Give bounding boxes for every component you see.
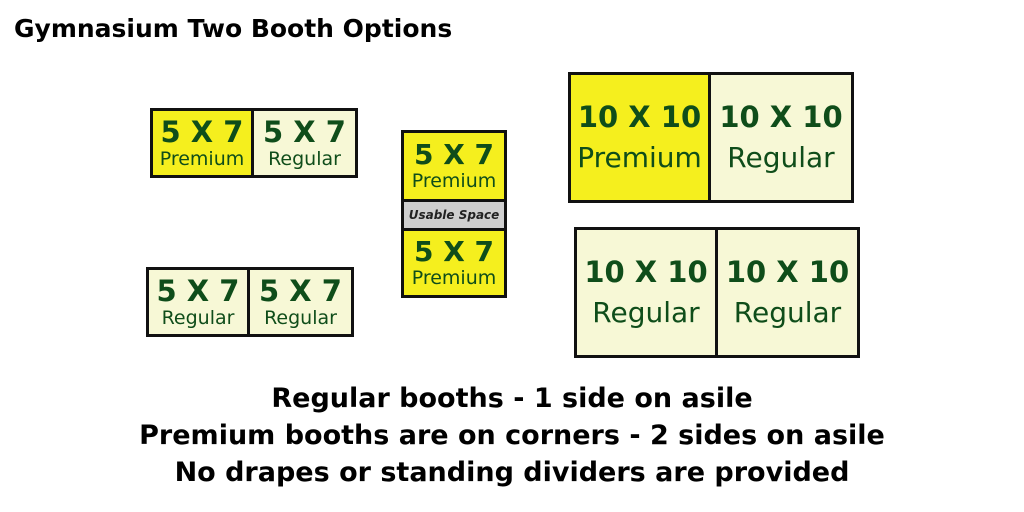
note-regular-booths: Regular booths - 1 side on asile (271, 383, 753, 414)
booth-type-label: Regular (264, 306, 337, 329)
booth-size-label: 5 X 7 (413, 235, 495, 268)
booth-5x7-premium-top: 5 X 7 Premium (401, 130, 507, 202)
booth-stack-5x7-premium: 5 X 7 Premium Usable Space 5 X 7 Premium (401, 130, 507, 298)
note-no-drapes: No drapes or standing dividers are provi… (174, 457, 850, 488)
booth-10x10-regular: 10 X 10 Regular (718, 227, 860, 358)
booth-5x7-regular: 5 X 7 Regular (254, 108, 358, 178)
note-premium-booths: Premium booths are on corners - 2 sides … (139, 420, 885, 451)
booth-5x7-premium: 5 X 7 Premium (150, 108, 254, 178)
booth-type-label: Regular (727, 141, 835, 174)
booth-type-label: Regular (161, 306, 235, 329)
booth-type-label: Regular (592, 296, 700, 329)
booth-type-label: Premium (577, 141, 702, 174)
usable-space-label: Usable Space (401, 202, 507, 228)
booth-size-label: 5 X 7 (259, 273, 342, 308)
booth-type-label: Premium (411, 267, 497, 289)
booth-5x7-premium-bottom: 5 X 7 Premium (401, 228, 507, 298)
booth-type-label: Premium (159, 147, 245, 170)
booth-size-label: 10 X 10 (725, 255, 850, 289)
booth-pair-5x7-regular-regular: 5 X 7 Regular 5 X 7 Regular (146, 267, 354, 337)
booth-5x7-regular: 5 X 7 Regular (250, 267, 354, 337)
booth-size-label: 5 X 7 (413, 138, 495, 171)
booth-10x10-regular: 10 X 10 Regular (574, 227, 718, 358)
booth-size-label: 10 X 10 (719, 100, 843, 134)
booth-type-label: Regular (268, 147, 341, 170)
booth-notes: Regular booths - 1 side on asile Premium… (0, 380, 1024, 491)
booth-size-label: 10 X 10 (584, 255, 708, 289)
booth-pair-10x10-regular-regular: 10 X 10 Regular 10 X 10 Regular (574, 227, 860, 358)
booth-pair-10x10-premium-regular: 10 X 10 Premium 10 X 10 Regular (568, 72, 854, 203)
booth-size-label: 5 X 7 (156, 273, 240, 308)
booth-size-label: 5 X 7 (160, 114, 244, 149)
booth-type-label: Regular (733, 296, 842, 329)
booth-10x10-premium: 10 X 10 Premium (568, 72, 711, 203)
booth-5x7-regular: 5 X 7 Regular (146, 267, 250, 337)
page-title: Gymnasium Two Booth Options (14, 14, 453, 43)
booth-10x10-regular: 10 X 10 Regular (711, 72, 854, 203)
booth-type-label: Premium (411, 170, 497, 192)
booth-pair-5x7-premium-regular: 5 X 7 Premium 5 X 7 Regular (150, 108, 358, 178)
booth-size-label: 5 X 7 (263, 114, 346, 149)
booth-size-label: 10 X 10 (577, 100, 702, 134)
